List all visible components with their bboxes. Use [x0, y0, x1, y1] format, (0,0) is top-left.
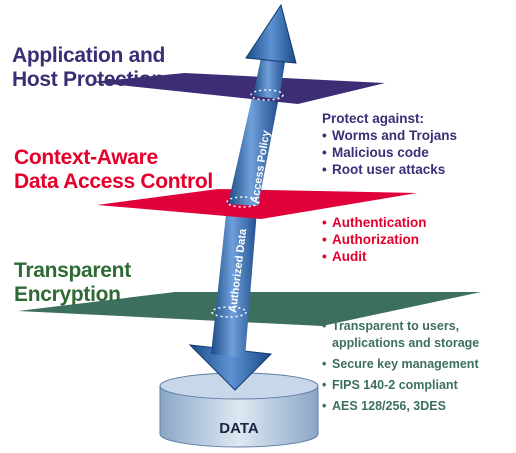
pipe-middle: [228, 93, 279, 206]
layer-title-line: Application and: [12, 44, 166, 67]
access-control-list: •Authentication •Authorization •Audit: [322, 214, 427, 265]
ring-bottom: [211, 306, 247, 318]
layer-title-line: Host Protection: [12, 68, 164, 91]
arrow-up-icon: [245, 3, 297, 64]
list-item: •Audit: [322, 249, 367, 264]
list-item: •Transparent to users,: [322, 319, 460, 333]
host-protection-list: Protect against: •Worms and Trojans •Mal…: [322, 110, 457, 178]
data-label: DATA: [219, 420, 259, 437]
list-item: •Authorization: [322, 232, 419, 247]
ring-top: [250, 89, 284, 101]
list-item: •AES 128/256, 3DES: [322, 399, 446, 413]
host-protection-plane: [91, 73, 385, 104]
layer-title-line: Context-Aware: [14, 146, 158, 169]
list-item: •FIPS 140-2 compliant: [322, 378, 458, 392]
layer-title-line: Encryption: [14, 283, 121, 306]
pipe-upper: [253, 53, 286, 99]
layer-title-host-protection: Application and Host Protection: [12, 44, 165, 92]
layer-title-encryption: Transparent Encryption: [14, 259, 131, 307]
list-item: applications and storage: [332, 336, 480, 350]
list-item: •Secure key management: [322, 357, 479, 371]
ring-middle: [226, 196, 260, 208]
encryption-list: •Transparent to users, applications and …: [322, 318, 479, 415]
layer-title-access-control: Context-Aware Data Access Control: [14, 146, 213, 194]
encryption-plane: [18, 292, 481, 326]
layer-title-line: Transparent: [14, 259, 131, 282]
pipe-lower: [211, 196, 258, 358]
list-item: •Root user attacks: [322, 162, 446, 177]
list-item: •Worms and Trojans: [322, 128, 458, 143]
layer-title-line: Data Access Control: [14, 170, 213, 193]
list-item: •Authentication: [322, 215, 427, 230]
list-item: •Malicious code: [322, 145, 429, 160]
list-header: Protect against:: [322, 111, 425, 126]
